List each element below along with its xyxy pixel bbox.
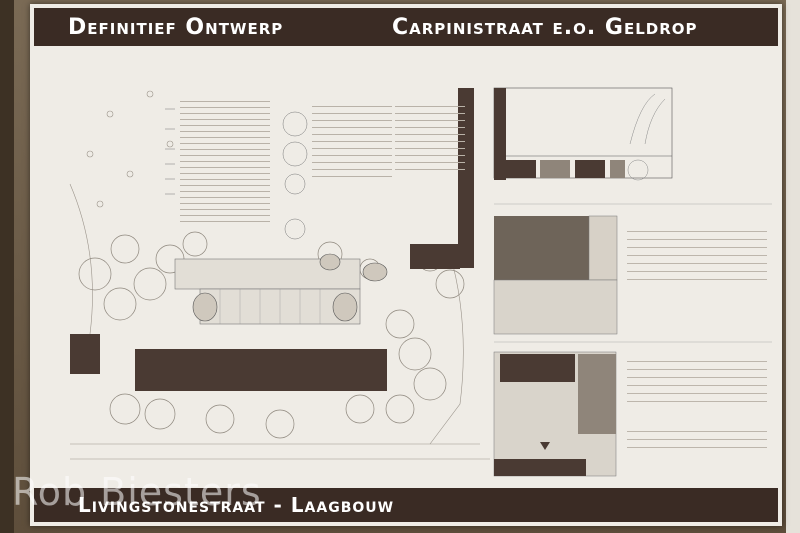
title-band: Definitief Ontwerp Carpinistraat e.o. Ge… — [34, 8, 778, 46]
detail-notes-2 — [627, 354, 767, 404]
project-location: Carpinistraat e.o. Geldrop — [392, 14, 698, 40]
photographer-watermark: Rob Biesters — [12, 470, 262, 514]
subtitle-band: Livingstonestraat - Laagbouw — [34, 488, 778, 522]
detail-notes-3 — [627, 424, 767, 454]
legend-block-left — [180, 96, 270, 226]
adjacent-poster-edge — [786, 0, 800, 533]
legend-block-right — [395, 100, 465, 170]
design-poster: Definitief Ontwerp Carpinistraat e.o. Ge… — [30, 4, 782, 526]
detail-notes-1 — [627, 224, 767, 284]
site-plan-drawing — [69, 87, 772, 477]
legend-block-middle — [312, 100, 392, 180]
board-edge — [0, 0, 14, 533]
poster-subtitle: Livingstonestraat - Laagbouw — [78, 493, 395, 517]
poster-title: Definitief Ontwerp — [68, 14, 284, 40]
